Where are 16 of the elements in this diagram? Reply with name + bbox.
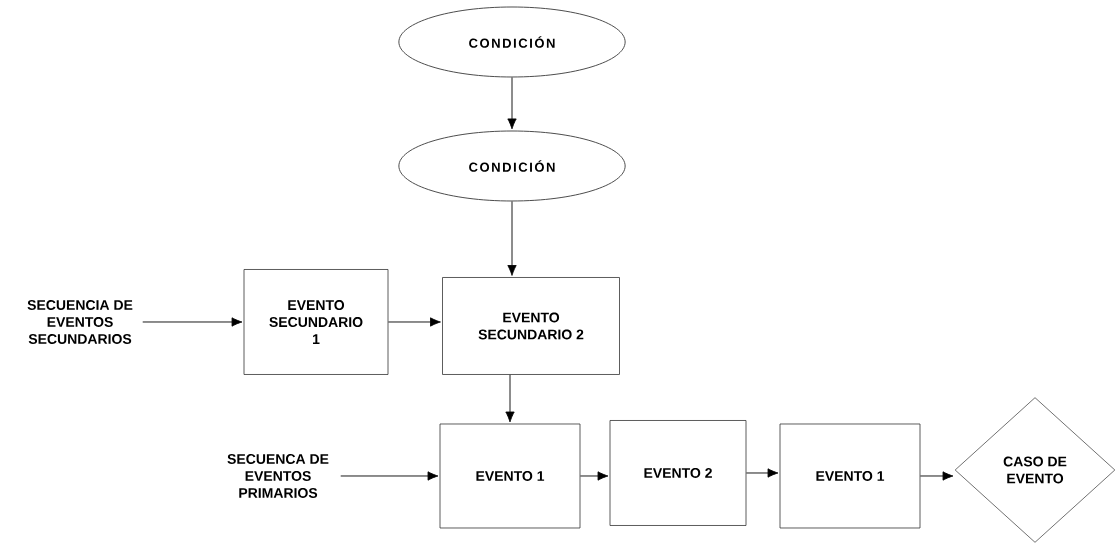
arrow <box>387 317 441 327</box>
arrow <box>142 317 243 327</box>
sequence-label: SECUENCIA DE EVENTOS SECUNDARIOS <box>27 300 133 344</box>
arrow <box>579 471 609 481</box>
sequence-label: SECUENCA DE EVENTOS PRIMARIOS <box>227 454 329 498</box>
arrow <box>507 77 517 130</box>
arrow <box>507 201 517 276</box>
event-box: EVENTO SECUNDARIO 1 <box>243 269 389 375</box>
event-box: EVENTO 1 <box>779 423 921 529</box>
event-box: EVENTO SECUNDARIO 2 <box>442 277 620 375</box>
arrow <box>919 471 954 481</box>
event-box: EVENTO 2 <box>609 420 747 526</box>
arrow <box>340 471 439 481</box>
arrow <box>745 468 779 478</box>
event-box: EVENTO 1 <box>439 423 581 529</box>
arrow <box>505 374 515 423</box>
